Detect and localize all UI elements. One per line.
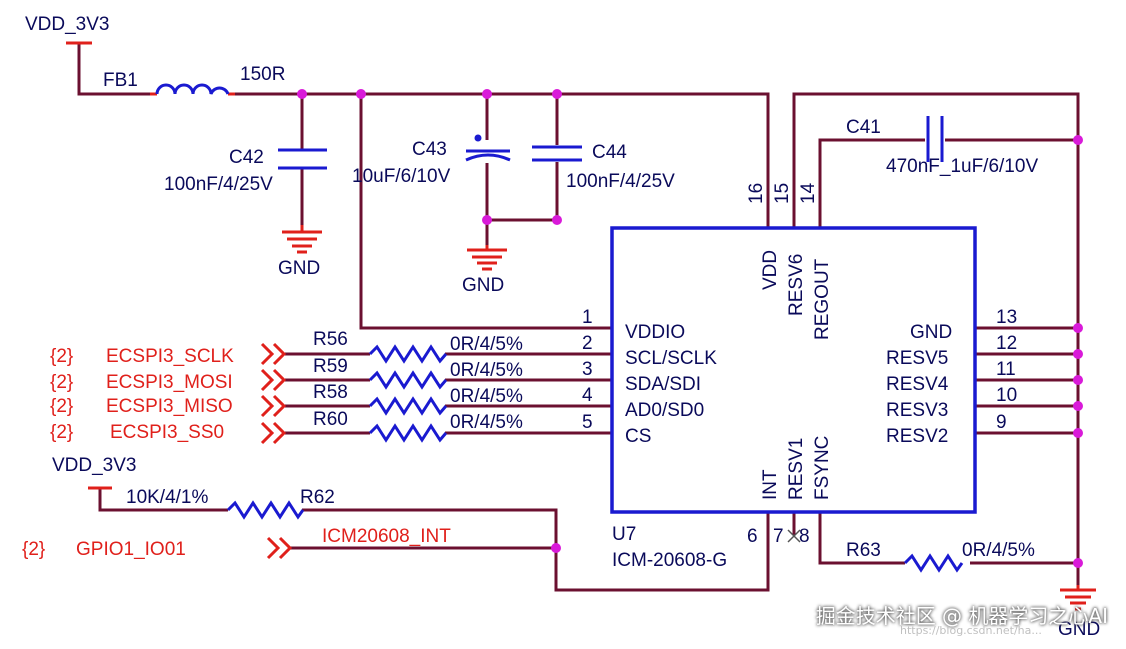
watermark-url: https://blog.csdn.net/ha... bbox=[900, 624, 1042, 637]
pin-num-14: 14 bbox=[798, 182, 819, 204]
pin-num-9: 9 bbox=[996, 412, 1007, 433]
pin-name-regout: REGOUT bbox=[812, 258, 833, 340]
r62-ref: R62 bbox=[300, 487, 335, 508]
r60-ref: R60 bbox=[313, 409, 348, 430]
pin-num-4: 4 bbox=[582, 385, 593, 406]
gnd-label-right: GND bbox=[1058, 619, 1100, 640]
fb1-value: 150R bbox=[240, 64, 285, 85]
pin-num-6: 6 bbox=[747, 526, 758, 547]
gnd-symbol-c42 bbox=[282, 225, 322, 254]
chip-ref: U7 bbox=[612, 524, 636, 545]
c41-ref: C41 bbox=[846, 117, 881, 138]
gnd-label-c43: GND bbox=[462, 275, 504, 296]
chip-u7-body bbox=[610, 226, 977, 514]
r63-value: 0R/4/5% bbox=[962, 540, 1035, 561]
c43-capacitor-symbol bbox=[465, 134, 511, 162]
gnd-symbol-c43 bbox=[467, 245, 507, 271]
pin-name-resv5: RESV5 bbox=[886, 348, 948, 369]
c44-value: 100nF/4/25V bbox=[566, 171, 675, 192]
port-gpio1-io01: GPIO1_IO01 bbox=[76, 539, 186, 560]
pin-num-10: 10 bbox=[996, 385, 1017, 406]
pin-name-int: INT bbox=[760, 469, 781, 500]
pin-num-12: 12 bbox=[996, 333, 1017, 354]
r63-resistor-symbol bbox=[903, 553, 964, 573]
pin-name-vddio: VDDIO bbox=[625, 322, 685, 343]
net-label-icm-int: ICM20608_INT bbox=[322, 526, 451, 547]
pin-num-11: 11 bbox=[996, 359, 1016, 380]
fb1-inductor-symbol bbox=[155, 83, 230, 95]
port-sheet-4: {2} bbox=[50, 422, 73, 443]
pin-name-resv6: RESV6 bbox=[786, 254, 807, 316]
port-ecspi3-ss0: ECSPI3_SS0 bbox=[110, 422, 224, 443]
junction-dots bbox=[297, 89, 1083, 568]
pin-num-5: 5 bbox=[582, 412, 593, 433]
c44-capacitor-symbol bbox=[532, 145, 582, 162]
c42-value: 100nF/4/25V bbox=[164, 174, 273, 195]
net-label-vdd-top: VDD_3V3 bbox=[25, 14, 110, 35]
pin-name-ad0: AD0/SD0 bbox=[625, 400, 704, 421]
wires bbox=[77, 43, 1080, 592]
pin-name-resv3: RESV3 bbox=[886, 400, 948, 421]
pin-name-scl: SCL/SCLK bbox=[625, 348, 717, 369]
pin-name-resv2: RESV2 bbox=[886, 426, 948, 447]
r62-value: 10K/4/1% bbox=[126, 487, 208, 508]
r60-value: 0R/4/5% bbox=[450, 412, 523, 433]
pin-num-2: 2 bbox=[582, 333, 593, 354]
no-connect-mark bbox=[787, 529, 801, 543]
c43-value: 10uF/6/10V bbox=[352, 166, 451, 187]
c43-ref: C43 bbox=[412, 139, 447, 160]
spi-resistor-symbols bbox=[368, 344, 448, 443]
r58-ref: R58 bbox=[313, 382, 348, 403]
c41-value: 470nF_1uF/6/10V bbox=[886, 156, 1038, 177]
pin-num-13: 13 bbox=[996, 307, 1017, 328]
c44-ref: C44 bbox=[592, 142, 627, 163]
pin-num-15: 15 bbox=[772, 183, 793, 204]
pin-name-vdd: VDD bbox=[760, 250, 781, 290]
pin-num-3: 3 bbox=[582, 359, 593, 380]
chip-part-number: ICM-20608-G bbox=[612, 550, 727, 571]
pin-name-sda: SDA/SDI bbox=[625, 374, 701, 395]
r62-resistor-symbol bbox=[226, 500, 305, 520]
port-ecspi3-miso: ECSPI3_MISO bbox=[106, 396, 233, 417]
port-sheet-2: {2} bbox=[50, 372, 73, 393]
port-ecspi3-sclk: ECSPI3_SCLK bbox=[106, 346, 234, 367]
r59-value: 0R/4/5% bbox=[450, 360, 523, 381]
watermark: 掘金技术社区 @ 机器学习之心AI bbox=[815, 604, 1108, 628]
pin-num-16: 16 bbox=[746, 183, 767, 204]
port-sheet-5: {2} bbox=[22, 539, 45, 560]
port-ecspi3-mosi: ECSPI3_MOSI bbox=[106, 372, 233, 393]
fb1-ref: FB1 bbox=[103, 70, 138, 91]
pin-num-7: 7 bbox=[773, 526, 784, 547]
gnd-label-c42: GND bbox=[278, 258, 320, 279]
port-arrows bbox=[260, 342, 293, 560]
c42-ref: C42 bbox=[229, 147, 264, 168]
gnd-symbol-right bbox=[1060, 585, 1096, 611]
pin-name-resv4: RESV4 bbox=[886, 374, 949, 395]
r58-value: 0R/4/5% bbox=[450, 386, 523, 407]
r63-ref: R63 bbox=[846, 540, 881, 561]
pin-num-1: 1 bbox=[582, 307, 593, 328]
pin-name-resv1: RESV1 bbox=[786, 438, 807, 500]
pin-num-8: 8 bbox=[799, 526, 810, 547]
pin-name-fsync: FSYNC bbox=[812, 436, 833, 500]
port-sheet-1: {2} bbox=[50, 346, 73, 367]
port-sheet-3: {2} bbox=[50, 396, 73, 417]
c41-capacitor-symbol bbox=[926, 116, 944, 162]
r56-value: 0R/4/5% bbox=[450, 334, 523, 355]
c42-capacitor-symbol bbox=[278, 148, 327, 170]
pin-name-gnd: GND bbox=[910, 322, 952, 343]
net-label-vdd-bottom: VDD_3V3 bbox=[52, 455, 137, 476]
r59-ref: R59 bbox=[313, 356, 348, 377]
r56-ref: R56 bbox=[313, 329, 348, 350]
pin-name-cs: CS bbox=[625, 426, 651, 447]
